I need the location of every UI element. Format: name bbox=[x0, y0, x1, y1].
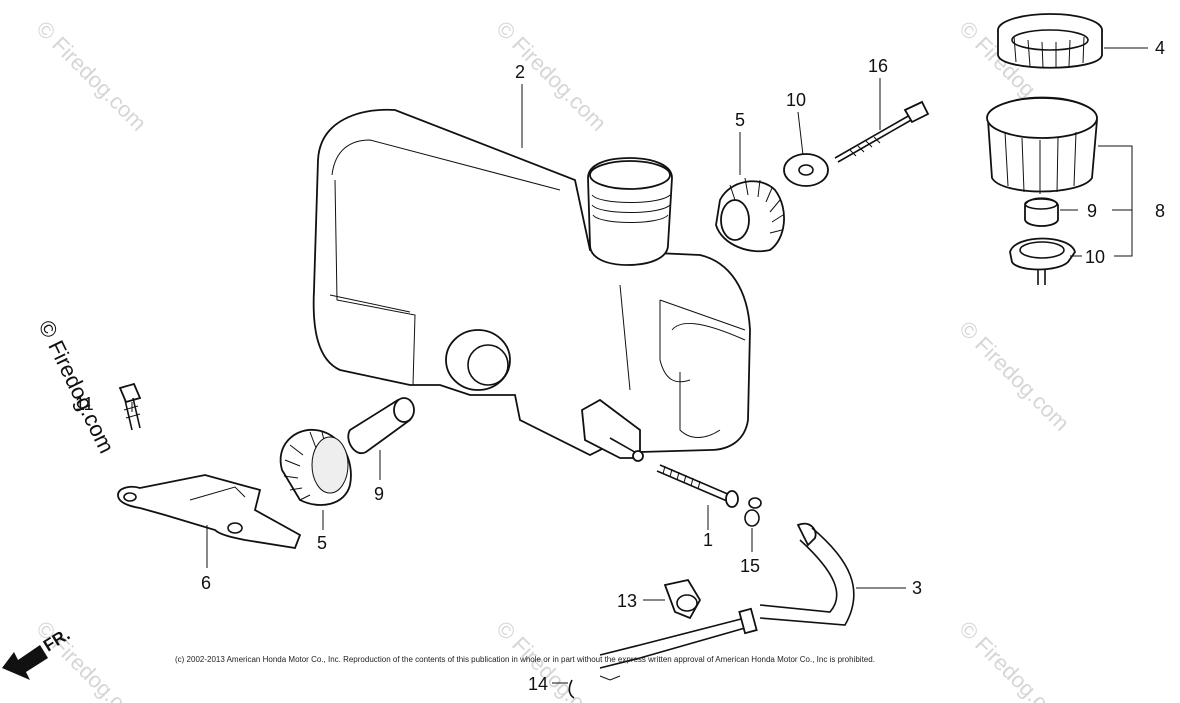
bolt-16[interactable] bbox=[834, 100, 930, 163]
grommet-5-upper[interactable] bbox=[715, 177, 785, 253]
part-label-5-upper[interactable]: 5 bbox=[735, 110, 745, 130]
watermark: © Firedog.com bbox=[954, 616, 1074, 703]
part-label-15[interactable]: 15 bbox=[740, 556, 760, 576]
bolt-11[interactable] bbox=[118, 382, 142, 431]
part-label-3[interactable]: 3 bbox=[912, 578, 922, 598]
part-label-6[interactable]: 6 bbox=[201, 573, 211, 593]
part-label-2[interactable]: 2 bbox=[515, 62, 525, 82]
clip-14[interactable] bbox=[568, 675, 621, 699]
clip-15[interactable] bbox=[744, 497, 762, 527]
watermark: © Firedog.com bbox=[491, 16, 611, 136]
spacer-7[interactable] bbox=[347, 397, 415, 455]
leader-lines bbox=[131, 47, 1148, 684]
tube-3[interactable] bbox=[599, 522, 855, 669]
ring-4[interactable] bbox=[997, 13, 1103, 69]
part-label-8[interactable]: 8 bbox=[1155, 201, 1165, 221]
watermark: © Firedog.com bbox=[954, 316, 1074, 436]
part-label-9[interactable]: 9 bbox=[1087, 201, 1097, 221]
fuel-tank[interactable] bbox=[312, 108, 751, 462]
insert-9[interactable] bbox=[1024, 197, 1059, 227]
washer-12[interactable] bbox=[783, 153, 829, 187]
part-label-5-lower[interactable]: 5 bbox=[317, 533, 327, 553]
part-label-1[interactable]: 1 bbox=[703, 530, 713, 550]
grommet-5-lower[interactable] bbox=[279, 429, 352, 506]
bolt-1[interactable] bbox=[656, 464, 739, 508]
cap-8[interactable] bbox=[986, 96, 1098, 195]
part-label-12[interactable]: 10 bbox=[786, 90, 806, 110]
clamp-13[interactable] bbox=[663, 578, 702, 620]
watermark: © Firedog.com bbox=[31, 616, 151, 703]
part-label-16[interactable]: 16 bbox=[868, 56, 888, 76]
part-label-10[interactable]: 10 bbox=[1085, 247, 1105, 267]
part-label-13[interactable]: 13 bbox=[617, 591, 637, 611]
copyright-notice: (c) 2002-2013 American Honda Motor Co., … bbox=[175, 655, 875, 664]
watermark-dark: © Firedog.com bbox=[34, 316, 120, 457]
part-label-11[interactable]: 11 bbox=[75, 394, 94, 414]
part-labels: 2 5 10 16 4 8 9 10 11 9 5 6 1 15 3 13 14 bbox=[75, 38, 1165, 694]
front-arrow-icon bbox=[2, 645, 48, 680]
part-label-14[interactable]: 14 bbox=[528, 674, 548, 694]
part-label-7[interactable]: 9 bbox=[374, 484, 384, 504]
watermark: © Firedog.com bbox=[31, 16, 151, 136]
bracket-6[interactable] bbox=[117, 474, 302, 550]
part-label-4[interactable]: 4 bbox=[1155, 38, 1165, 58]
vent-10[interactable] bbox=[1009, 237, 1076, 286]
